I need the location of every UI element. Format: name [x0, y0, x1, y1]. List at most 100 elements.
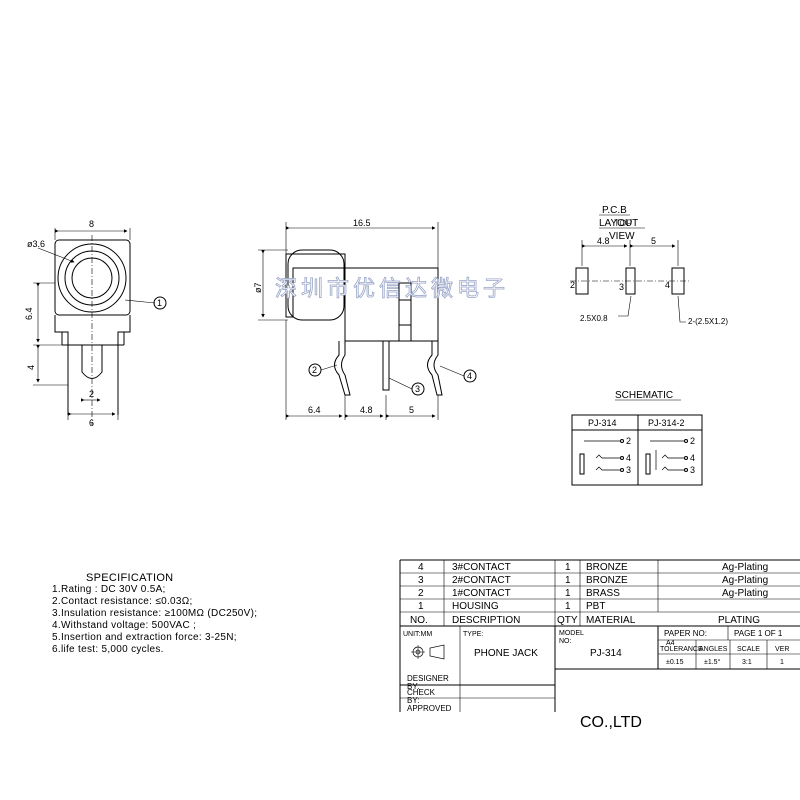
- tolerance-label: TOLERANCE: [660, 646, 703, 653]
- front-dim-width: 8: [89, 219, 94, 229]
- paper-value: A4: [666, 640, 675, 647]
- svg-text:1: 1: [565, 588, 571, 599]
- angles-value: ±1.5°: [704, 658, 721, 666]
- pcb-dim-a: 4.8: [597, 236, 610, 246]
- schematic-pin-3b: 3: [690, 465, 695, 475]
- side-dim-a: 6.4: [308, 405, 321, 415]
- pcb-title-3: TOP: [614, 218, 632, 228]
- svg-text:DESCRIPTION: DESCRIPTION: [452, 615, 520, 626]
- front-leg-right: [117, 315, 131, 415]
- front-leg-left: [54, 315, 69, 415]
- schematic-pin-3a: 3: [626, 465, 631, 475]
- front-dim-pin: 2: [89, 389, 94, 399]
- spec-line: 5.Insertion and extraction force: 3-25N;: [52, 632, 237, 643]
- company-name: CO.,LTD: [580, 714, 642, 731]
- tolerance-value: ±0.15: [666, 659, 684, 666]
- bom-row-4: 4 3#CONTACT 1 BRONZE Ag-Plating: [418, 562, 768, 573]
- pcb-pad-2-label: 2: [570, 280, 575, 290]
- side-pin-4: [427, 341, 443, 396]
- pcb-title-4: VIEW: [609, 231, 635, 242]
- schematic-pin-2a: 2: [626, 436, 631, 446]
- specification-block: SPECIFICATION 1.Rating : DC 30V 0.5A; 2.…: [52, 572, 257, 656]
- paper-label: PAPER NO:: [664, 629, 707, 638]
- svg-text:1: 1: [565, 575, 571, 586]
- svg-text:MATERIAL: MATERIAL: [586, 615, 636, 626]
- pcb-note-right: 2-(2.5X1.2): [688, 317, 728, 326]
- check-label: CHECK: [407, 688, 436, 697]
- schematic-pin-4b: 4: [690, 453, 695, 463]
- svg-text:Ag-Plating: Ag-Plating: [722, 562, 768, 573]
- schematic-box: [571, 414, 703, 486]
- unit-label: UNIT:MM: [403, 631, 432, 638]
- callout-1-circle: [153, 296, 167, 310]
- svg-text:3: 3: [418, 575, 424, 586]
- side-dim-b: 4.8: [360, 405, 373, 415]
- svg-text:NO.: NO.: [410, 615, 428, 626]
- front-dim-height: 6.4: [24, 307, 34, 320]
- schematic-pin-4a: 4: [626, 453, 631, 463]
- pcb-title-2: LAYOUT: [599, 218, 638, 229]
- side-dim-dia: ø7: [253, 282, 263, 293]
- side-dim-c: 5: [409, 405, 414, 415]
- schematic-col-1: PJ-314: [588, 418, 617, 428]
- svg-text:QTY: QTY: [557, 615, 578, 626]
- ver-value: 1: [780, 659, 784, 666]
- svg-text:PLATING: PLATING: [718, 615, 760, 626]
- page-label: PAGE 1 OF 1: [734, 629, 783, 638]
- title-block-lines: [399, 559, 800, 712]
- side-view: [258, 222, 477, 420]
- spec-line: 4.Withstand voltage: 500VAC ;: [52, 620, 197, 631]
- side-slot: [398, 282, 412, 342]
- scale-value: 3:1: [742, 659, 752, 666]
- svg-text:1: 1: [565, 601, 571, 612]
- callout-3-label: 3: [415, 384, 420, 394]
- callout-2-label: 2: [312, 365, 317, 375]
- side-barrel: [287, 249, 345, 321]
- side-dim-length: 16.5: [353, 218, 371, 228]
- schematic-pin-2b: 2: [690, 436, 695, 446]
- front-dim-hole: ø3.6: [27, 239, 45, 249]
- bom-row-3: 3 2#CONTACT 1 BRONZE Ag-Plating: [418, 575, 768, 586]
- check-by: BY:: [407, 696, 419, 705]
- svg-text:4: 4: [418, 562, 424, 573]
- watermark-text: 深圳市优信达微电子: [275, 277, 509, 302]
- pcb-pad-4-label: 4: [665, 280, 670, 290]
- angles-label: ANGLES: [699, 646, 728, 653]
- svg-text:HOUSING: HOUSING: [452, 601, 499, 612]
- spec-line: 2.Contact resistance: ≤0.03Ω;: [52, 596, 193, 607]
- svg-text:3#CONTACT: 3#CONTACT: [452, 562, 511, 573]
- svg-text:BRONZE: BRONZE: [586, 562, 628, 573]
- bom-header: NO. DESCRIPTION QTY MATERIAL PLATING: [410, 615, 760, 626]
- pcb-note-left: 2.5X0.8: [580, 314, 608, 323]
- svg-text:BRONZE: BRONZE: [586, 575, 628, 586]
- svg-text:Ag-Plating: Ag-Plating: [722, 575, 768, 586]
- callout-1-label: 1: [157, 298, 162, 308]
- schematic-title: SCHEMATIC: [615, 390, 673, 401]
- side-body: [344, 267, 439, 342]
- model-label-1: MODEL: [559, 630, 584, 637]
- spec-line: 1.Rating : DC 30V 0.5A;: [52, 584, 166, 595]
- pcb-layout: [570, 240, 690, 323]
- svg-text:1#CONTACT: 1#CONTACT: [452, 588, 511, 599]
- front-body: [54, 239, 131, 316]
- pcb-dim-b: 5: [651, 236, 656, 246]
- designer-by: BY:: [407, 682, 419, 691]
- approved-label: APPROVED: [407, 704, 452, 713]
- svg-text:2: 2: [418, 588, 424, 599]
- front-dim-leg: 4: [26, 365, 36, 370]
- type-value: PHONE JACK: [474, 648, 538, 659]
- designer-label: DESIGNER: [407, 674, 449, 683]
- schematic-col-2: PJ-314-2: [648, 418, 685, 428]
- scale-label: SCALE: [737, 646, 760, 653]
- spec-line: 6.life test: 5,000 cycles.: [52, 644, 164, 655]
- type-label: TYPE:: [463, 631, 483, 638]
- model-value: PJ-314: [590, 648, 622, 659]
- svg-text:BRASS: BRASS: [586, 588, 620, 599]
- svg-text:Ag-Plating: Ag-Plating: [722, 588, 768, 599]
- ver-label: VER: [775, 646, 789, 653]
- svg-text:PBT: PBT: [586, 601, 605, 612]
- front-view: [33, 228, 167, 425]
- pcb-title-1: P.C.B: [602, 205, 627, 216]
- front-dim-bottom: 6: [89, 418, 94, 428]
